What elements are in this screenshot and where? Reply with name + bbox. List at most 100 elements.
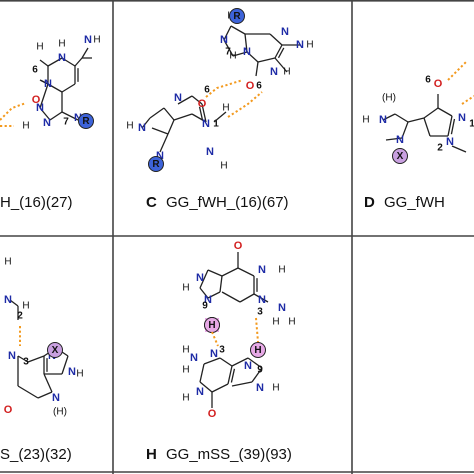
nitrogen-atom: N — [458, 112, 466, 124]
bond-line — [213, 111, 227, 123]
bond-line — [27, 355, 45, 363]
panel-letter-C: C — [146, 194, 157, 211]
nitrogen-atom: N — [36, 102, 44, 114]
position-number: 2 — [437, 143, 443, 154]
nitrogen-atom: N — [74, 112, 82, 124]
bond-line — [207, 291, 221, 299]
bond-line — [219, 275, 223, 293]
h-badge-lower-mark-label: H — [254, 345, 261, 356]
nitrogen-atom: N — [243, 46, 251, 58]
bond-line — [447, 115, 453, 137]
hydrogen-atom: H — [272, 317, 279, 328]
bond-line — [47, 83, 63, 93]
nitrogen-atom: N — [196, 386, 204, 398]
panel-label-C: GG_fWH_(16)(67) — [166, 194, 289, 211]
nitrogen-atom: N — [270, 66, 278, 78]
bond-line — [231, 381, 253, 387]
nitrogen-atom: N — [296, 39, 304, 51]
hydrogen-atom: H — [93, 35, 100, 46]
x-badge-lower-label: X — [52, 345, 59, 356]
bond-line — [17, 355, 29, 363]
nitrogen-atom: N — [43, 117, 51, 129]
bond-line — [407, 117, 425, 123]
bond-line — [255, 61, 259, 77]
r-badge-bottom — [148, 156, 164, 172]
bond-line — [223, 25, 232, 41]
hydrogen-atom: H — [278, 265, 285, 276]
bond-line — [246, 51, 259, 63]
bond-line — [223, 39, 234, 57]
hydrogen-atom: H — [4, 257, 11, 268]
nitrogen-atom: N — [190, 352, 198, 364]
bond-line — [437, 107, 453, 117]
oxygen-atom: O — [32, 94, 41, 106]
hydrogen-atom: H — [182, 393, 189, 404]
bond-line — [141, 117, 151, 129]
hydrogen-atom: H — [222, 103, 229, 114]
panel-label-G: S_(23)(32) — [0, 446, 72, 463]
r-badge — [78, 113, 94, 129]
position-number: 7 — [225, 47, 231, 58]
hydrogen-bond — [461, 95, 474, 105]
bond-line — [61, 355, 69, 375]
x-badge — [392, 148, 408, 164]
r-badge-bottom-label: R — [152, 159, 160, 170]
hydrogen-bond — [227, 91, 263, 118]
hydrogen-atom: H — [182, 345, 189, 356]
bond-line — [163, 107, 175, 121]
hydrogen-atom: H — [288, 317, 295, 328]
bond-line — [199, 363, 205, 383]
bond-line — [244, 33, 248, 53]
hydrogen-atom: H — [182, 283, 189, 294]
bond-line — [199, 381, 213, 393]
nitrogen-atom: N — [58, 52, 66, 64]
position-number: 9 — [257, 365, 263, 376]
position-number: 9 — [202, 301, 208, 312]
oxygen-atom: O — [434, 78, 443, 90]
nitrogen-atom: N — [206, 146, 214, 158]
bond-line — [253, 293, 269, 303]
bond-line — [198, 106, 204, 121]
hydrogen-paren-atom: (H) — [53, 407, 67, 418]
bond-line — [401, 121, 409, 139]
nitrogen-atom: N — [196, 272, 204, 284]
nitrogen-atom: N — [210, 348, 218, 360]
hydrogen-atom: H — [22, 121, 29, 132]
position-number: 3 — [219, 345, 225, 356]
bond-line — [61, 57, 76, 67]
hydrogen-atom: H — [22, 301, 29, 312]
bond-line — [257, 57, 276, 63]
bond-line — [221, 267, 239, 277]
hydrogen-atom: H — [306, 40, 313, 51]
hydrogen-atom: H — [220, 161, 227, 172]
nitrogen-atom: N — [396, 134, 404, 146]
hydrogen-atom: H — [283, 67, 290, 78]
nitrogen-atom: N — [156, 150, 164, 162]
nitrogen-atom: N — [244, 360, 252, 372]
nitrogen-atom: N — [84, 34, 92, 46]
bond-line — [227, 365, 233, 385]
oxygen-atom: O — [234, 240, 243, 252]
nitrogen-atom: N — [44, 78, 52, 90]
bond-line — [382, 113, 396, 121]
hydrogen-bond — [255, 317, 259, 343]
nitrogen-atom: N — [68, 366, 76, 378]
nitrogen-atom: N — [52, 392, 60, 404]
bond-line — [199, 269, 209, 289]
hydrogen-atom: H — [36, 42, 43, 53]
bond-line — [394, 113, 409, 123]
bond-line — [149, 107, 165, 119]
position-number: 1 — [213, 119, 219, 130]
bond-line — [61, 83, 76, 93]
bond-line — [269, 33, 283, 46]
bond-line — [239, 293, 255, 303]
nitrogen-atom: N — [8, 350, 16, 362]
nitrogen-atom: N — [278, 302, 286, 314]
bond-line — [219, 357, 233, 367]
position-number: 3 — [23, 357, 29, 368]
bond-line — [177, 95, 193, 105]
bond-line — [211, 383, 229, 393]
r-badge-top — [229, 8, 245, 24]
